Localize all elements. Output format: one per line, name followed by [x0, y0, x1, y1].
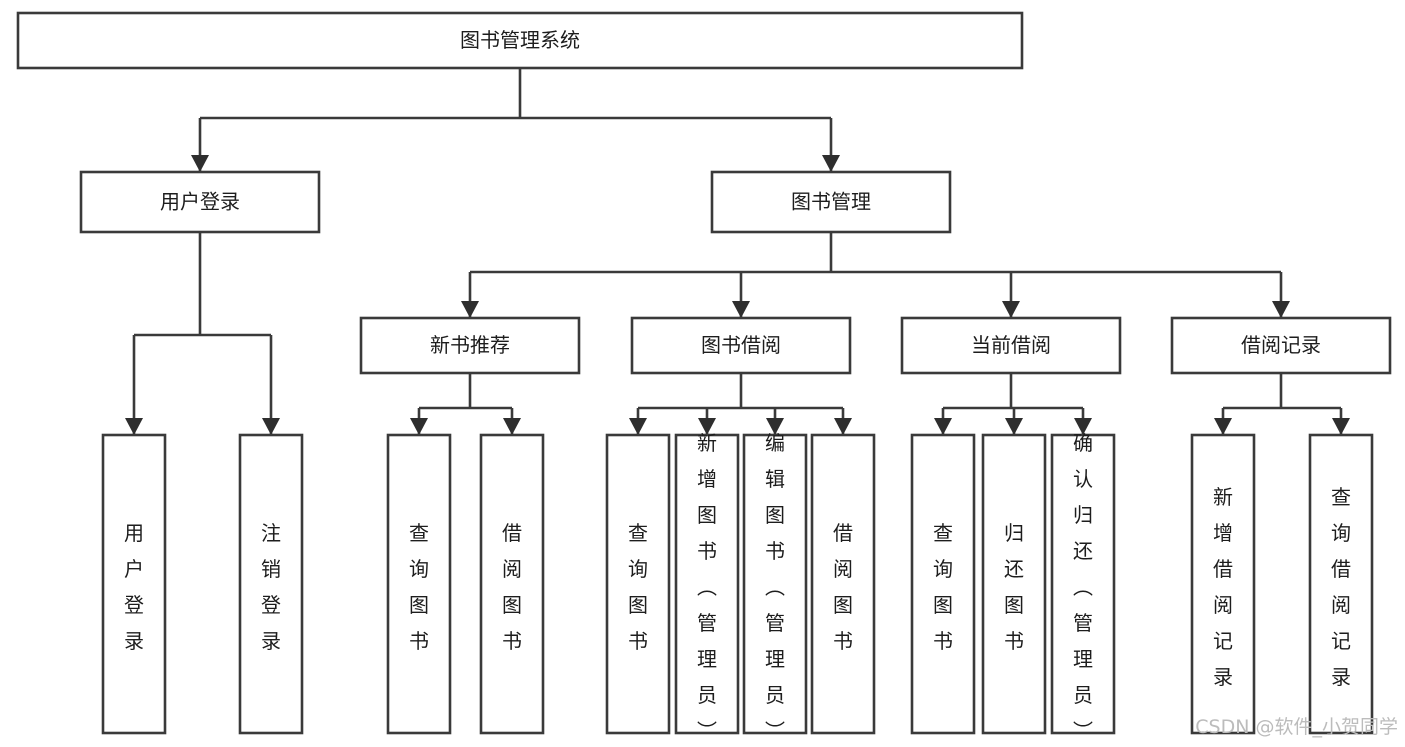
node-leaf-add-book[interactable]: 新增图书︵管理员︶: [674, 431, 740, 743]
arrow-head-icon: [766, 418, 784, 435]
node-label: 编辑图书︵管理员︶: [765, 431, 785, 743]
node-box: [900, 316, 1122, 375]
arrow-head-icon: [822, 155, 840, 172]
arrow-head-icon: [1002, 301, 1020, 318]
node-leaf-borrow-book-1[interactable]: 借阅图书: [479, 433, 545, 735]
node-label: 注销登录: [261, 521, 281, 653]
node-label: 用户登录: [160, 190, 240, 214]
arrow-head-icon: [1005, 418, 1023, 435]
arrow-head-icon: [125, 418, 143, 435]
node-box: [810, 433, 876, 735]
arrow-head-icon: [698, 418, 716, 435]
node-label: 查询图书: [933, 521, 953, 653]
node-box: [386, 433, 452, 735]
node-label: 图书管理系统: [460, 28, 580, 52]
node-box: [1190, 433, 1256, 735]
node-root[interactable]: 图书管理系统: [16, 11, 1024, 70]
node-label: 当前借阅: [971, 333, 1051, 357]
node-label: 新书推荐: [430, 333, 510, 357]
node-book-borrow[interactable]: 图书借阅: [630, 316, 852, 375]
arrow-head-icon: [1214, 418, 1232, 435]
node-label: 借阅记录: [1241, 333, 1321, 357]
node-leaf-query-book-1[interactable]: 查询图书: [386, 433, 452, 735]
arrow-head-icon: [1332, 418, 1350, 435]
node-current-borrow[interactable]: 当前借阅: [900, 316, 1122, 375]
node-box: [605, 433, 671, 735]
node-leaf-return-book[interactable]: 归还图书: [981, 433, 1047, 735]
node-new-book[interactable]: 新书推荐: [359, 316, 581, 375]
node-leaf-borrow-book-2[interactable]: 借阅图书: [810, 433, 876, 735]
node-box: [79, 170, 321, 234]
node-label: 借阅图书: [833, 521, 853, 653]
arrow-head-icon: [1272, 301, 1290, 318]
arrow-head-icon: [503, 418, 521, 435]
node-box: [16, 11, 1024, 70]
node-layer: 图书管理系统用户登录图书管理新书推荐图书借阅当前借阅借阅记录用户登录注销登录查询…: [16, 11, 1392, 743]
node-box: [981, 433, 1047, 735]
node-leaf-query-record[interactable]: 查询借阅记录: [1308, 433, 1374, 735]
node-label: 归还图书: [1004, 521, 1024, 653]
arrow-head-icon: [191, 155, 209, 172]
arrow-head-icon: [934, 418, 952, 435]
arrow-head-icon: [461, 301, 479, 318]
arrow-head-icon: [410, 418, 428, 435]
node-box: [630, 316, 852, 375]
node-label: 查询图书: [628, 521, 648, 653]
watermark-text: CSDN @软件_小贺同学: [1195, 716, 1398, 738]
node-leaf-query-book-2[interactable]: 查询图书: [605, 433, 671, 735]
node-box: [1308, 433, 1374, 735]
node-leaf-query-book-3[interactable]: 查询图书: [910, 433, 976, 735]
node-leaf-add-record[interactable]: 新增借阅记录: [1190, 433, 1256, 735]
node-user-login[interactable]: 用户登录: [79, 170, 321, 234]
arrow-head-icon: [262, 418, 280, 435]
node-box: [1170, 316, 1392, 375]
node-box: [359, 316, 581, 375]
node-box: [910, 433, 976, 735]
node-label: 借阅图书: [502, 521, 522, 653]
node-box: [479, 433, 545, 735]
node-box: [742, 433, 808, 735]
arrow-head-icon: [732, 301, 750, 318]
node-label: 确认归还︵管理员︶: [1073, 431, 1093, 743]
node-label: 图书借阅: [701, 333, 781, 357]
node-leaf-user-login[interactable]: 用户登录: [101, 433, 167, 735]
connector-layer: [125, 68, 1350, 435]
node-label: 查询借阅记录: [1331, 485, 1351, 689]
node-label: 图书管理: [791, 190, 871, 214]
arrow-head-icon: [834, 418, 852, 435]
node-box: [101, 433, 167, 735]
node-box: [710, 170, 952, 234]
node-leaf-edit-book[interactable]: 编辑图书︵管理员︶: [742, 431, 808, 743]
arrow-head-icon: [1074, 418, 1092, 435]
node-leaf-user-logout[interactable]: 注销登录: [238, 433, 304, 735]
node-label: 查询图书: [409, 521, 429, 653]
node-box: [1050, 433, 1116, 735]
arrow-head-icon: [629, 418, 647, 435]
node-label: 新增借阅记录: [1213, 485, 1233, 689]
node-label: 新增图书︵管理员︶: [697, 431, 717, 743]
node-label: 用户登录: [124, 521, 144, 653]
node-book-manage[interactable]: 图书管理: [710, 170, 952, 234]
node-leaf-confirm-return[interactable]: 确认归还︵管理员︶: [1050, 431, 1116, 743]
node-box: [238, 433, 304, 735]
node-borrow-record[interactable]: 借阅记录: [1170, 316, 1392, 375]
node-box: [674, 433, 740, 735]
